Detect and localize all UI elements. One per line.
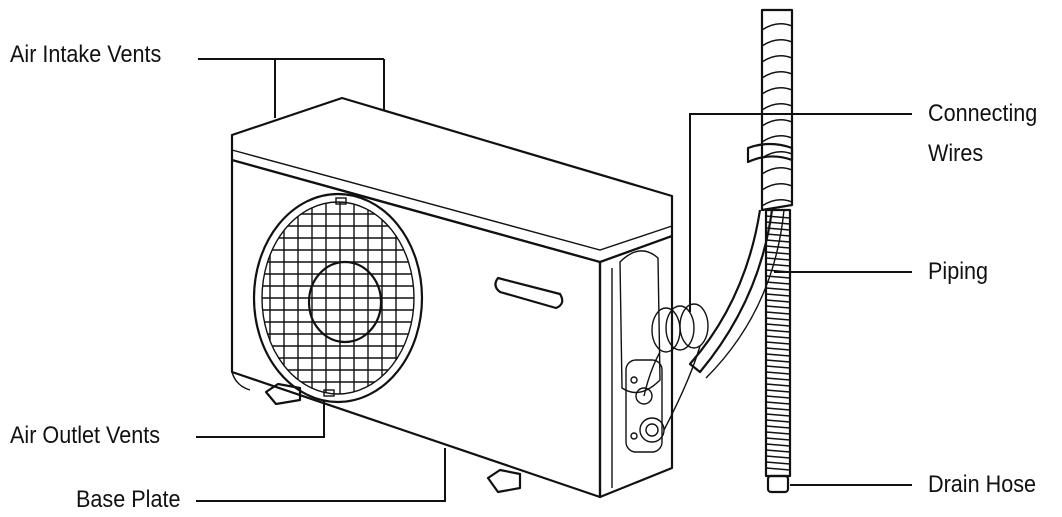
tape-wrap — [761, 167, 793, 175]
drain-hose — [764, 208, 792, 478]
hose-rib — [765, 233, 791, 237]
tape-wrap — [761, 103, 793, 111]
hose-rib — [765, 359, 791, 363]
tape-wrap — [761, 183, 793, 191]
hose-rib — [765, 377, 791, 381]
hose-rib — [765, 257, 791, 261]
tape-wrap — [761, 135, 793, 143]
hose-rib — [765, 353, 791, 357]
valve-panel — [625, 359, 663, 453]
unit-handle — [494, 276, 564, 310]
pipe-clamp — [746, 142, 794, 164]
fan-hub — [307, 260, 383, 344]
leader-air-outlet — [196, 400, 325, 438]
drain-hose-end — [766, 474, 790, 494]
base-plate-foot-left — [264, 382, 302, 406]
unit-side-panel — [598, 234, 674, 499]
hose-rib — [765, 281, 791, 285]
tape-wrap — [761, 39, 793, 47]
valve-upper — [635, 387, 653, 405]
hose-rib — [765, 317, 791, 321]
piping — [688, 209, 774, 374]
hose-rib — [765, 329, 791, 333]
hose-rib — [765, 419, 791, 423]
tape-wrap — [761, 119, 793, 127]
hose-rib — [765, 365, 791, 369]
label-air-intake-vents: Air Intake Vents — [10, 41, 162, 68]
air-outlet-grille — [252, 192, 424, 404]
label-base-plate: Base Plate — [76, 486, 181, 513]
tape-wrap — [761, 199, 793, 207]
hose-rib — [765, 251, 791, 255]
valve-lower — [639, 417, 665, 443]
hose-rib — [765, 245, 791, 249]
hose-rib — [765, 275, 791, 279]
label-connecting-wires-line2: Wires — [928, 140, 984, 167]
hose-rib — [765, 413, 791, 417]
label-air-outlet-vents: Air Outlet Vents — [10, 422, 161, 449]
hose-rib — [765, 311, 791, 315]
hose-rib — [765, 215, 791, 219]
hose-rib — [765, 347, 791, 351]
service-panel — [619, 250, 661, 394]
hose-rib — [765, 287, 791, 291]
tape-wrap — [761, 71, 793, 79]
label-connecting-wires-line1: Connecting — [928, 100, 1038, 127]
hose-rib — [765, 395, 791, 399]
insulated-pipe — [760, 8, 794, 212]
hose-rib — [765, 305, 791, 309]
hose-rib — [765, 383, 791, 387]
hose-rib — [765, 293, 791, 297]
hose-rib — [765, 239, 791, 243]
hose-rib — [765, 323, 791, 327]
hose-rib — [765, 443, 791, 447]
hose-rib — [765, 407, 791, 411]
hose-rib — [765, 401, 791, 405]
tape-wrap — [761, 55, 793, 63]
hose-rib — [765, 335, 791, 339]
hose-rib — [765, 263, 791, 267]
label-piping: Piping — [928, 258, 989, 285]
wall-pipe-assembly — [643, 8, 794, 494]
leader-lines — [196, 58, 912, 502]
hose-rib — [765, 341, 791, 345]
hose-rib — [765, 299, 791, 303]
leader-air-intake — [198, 58, 385, 118]
hose-rib — [765, 371, 791, 375]
hose-rib — [765, 467, 791, 471]
outdoor-unit — [230, 96, 674, 499]
hose-rib — [765, 455, 791, 459]
hose-rib — [765, 389, 791, 393]
hose-rib — [765, 425, 791, 429]
hose-rib — [765, 227, 791, 231]
hose-rib — [765, 431, 791, 435]
label-drain-hose: Drain Hose — [928, 471, 1037, 498]
hose-rib — [765, 461, 791, 465]
tape-wrap — [761, 87, 793, 95]
hose-rib — [765, 449, 791, 453]
unit-front-panel — [230, 158, 602, 499]
connecting-wire-coils — [643, 303, 709, 431]
hose-rib — [765, 221, 791, 225]
base-plate-foot-right — [486, 468, 522, 494]
leader-connecting-wires — [689, 113, 912, 312]
hose-rib — [765, 437, 791, 441]
leader-base-plate — [196, 448, 446, 502]
tape-wrap — [761, 23, 793, 31]
